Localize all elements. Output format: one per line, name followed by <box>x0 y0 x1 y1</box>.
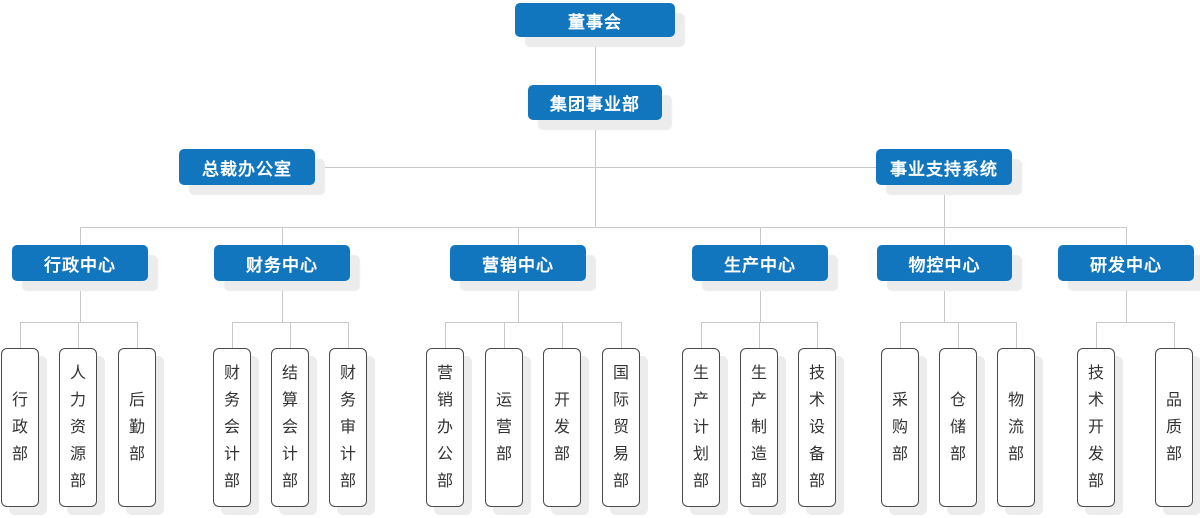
dept-quality[interactable]: 品质部 <box>1155 348 1193 507</box>
node-center-finance[interactable]: 财务中心 <box>214 245 350 281</box>
connector-line <box>944 185 945 227</box>
node-center-production[interactable]: 生产中心 <box>692 245 828 281</box>
dept-label: 仓储部 <box>949 392 966 463</box>
connector-line <box>290 322 291 348</box>
dept-admin[interactable]: 行政部 <box>1 348 39 507</box>
connector-line <box>562 322 563 348</box>
connector-line <box>595 120 596 227</box>
connector-line <box>137 322 138 348</box>
connector-line <box>282 281 283 322</box>
dept-settlement-accounting[interactable]: 结算会计部 <box>271 348 309 507</box>
connector-line <box>315 167 876 168</box>
connector-line <box>232 322 233 348</box>
connector-line <box>1174 322 1175 348</box>
dept-label: 国际贸易部 <box>612 365 629 490</box>
node-center-material-control[interactable]: 物控中心 <box>877 245 1012 281</box>
connector-line <box>760 227 761 245</box>
connector-line <box>621 322 622 348</box>
dept-human-resources[interactable]: 人力资源部 <box>59 348 97 507</box>
connector-line <box>1126 227 1127 245</box>
connector-line <box>78 322 79 348</box>
dept-logistics[interactable]: 物流部 <box>997 348 1035 507</box>
dept-support-services[interactable]: 后勤部 <box>118 348 156 507</box>
dept-label: 人力资源部 <box>69 365 86 490</box>
dept-technology-development[interactable]: 技术开发部 <box>1077 348 1115 507</box>
dept-production-manufacturing[interactable]: 生产制造部 <box>740 348 778 507</box>
connector-line <box>518 281 519 322</box>
dept-label: 财务审计部 <box>339 365 356 490</box>
dept-label: 行政部 <box>11 392 28 463</box>
dept-label: 运营部 <box>495 392 512 463</box>
connector-line <box>1096 322 1097 348</box>
node-center-rnd[interactable]: 研发中心 <box>1058 245 1194 281</box>
connector-line <box>80 227 81 245</box>
connector-line <box>1096 322 1174 323</box>
connector-line <box>760 281 761 322</box>
node-group-business-division[interactable]: 集团事业部 <box>528 85 662 120</box>
dept-technical-equipment[interactable]: 技术设备部 <box>798 348 836 507</box>
connector-line <box>20 322 21 348</box>
node-center-marketing[interactable]: 营销中心 <box>450 245 586 281</box>
node-board-of-directors[interactable]: 董事会 <box>515 3 675 37</box>
dept-label: 后勤部 <box>128 392 145 463</box>
connector-line <box>1016 322 1017 348</box>
connector-line <box>958 322 959 348</box>
dept-label: 品质部 <box>1165 392 1182 463</box>
node-center-admin[interactable]: 行政中心 <box>12 245 148 281</box>
connector-line <box>900 322 901 348</box>
dept-label: 物流部 <box>1007 392 1024 463</box>
connector-line <box>595 37 596 85</box>
connector-line <box>1126 281 1127 322</box>
connector-line <box>518 227 519 245</box>
dept-label: 生产制造部 <box>750 365 767 490</box>
node-business-support-system[interactable]: 事业支持系统 <box>876 149 1012 185</box>
connector-line <box>759 322 760 348</box>
dept-marketing-office[interactable]: 营销办公部 <box>426 348 464 507</box>
dept-label: 技术开发部 <box>1087 365 1104 490</box>
connector-line <box>817 322 818 348</box>
dept-production-planning[interactable]: 生产计划部 <box>682 348 720 507</box>
connector-line <box>80 227 1126 228</box>
dept-warehousing[interactable]: 仓储部 <box>939 348 977 507</box>
dept-international-trade[interactable]: 国际贸易部 <box>602 348 640 507</box>
connector-line <box>445 322 621 323</box>
connector-line <box>504 322 505 348</box>
dept-label: 结算会计部 <box>281 365 298 490</box>
connector-line <box>944 281 945 322</box>
connector-line <box>944 227 945 245</box>
dept-financial-audit[interactable]: 财务审计部 <box>329 348 367 507</box>
connector-line <box>80 281 81 322</box>
connector-line <box>445 322 446 348</box>
dept-label: 开发部 <box>553 392 570 463</box>
dept-label: 营销办公部 <box>436 365 453 490</box>
dept-label: 生产计划部 <box>692 365 709 490</box>
connector-line <box>701 322 702 348</box>
dept-label: 技术设备部 <box>808 365 825 490</box>
dept-label: 财务会计部 <box>223 365 240 490</box>
dept-financial-accounting[interactable]: 财务会计部 <box>213 348 251 507</box>
connector-line <box>282 227 283 245</box>
connector-line <box>348 322 349 348</box>
dept-purchasing[interactable]: 采购部 <box>881 348 919 507</box>
dept-development[interactable]: 开发部 <box>543 348 581 507</box>
dept-label: 采购部 <box>891 392 908 463</box>
node-president-office[interactable]: 总裁办公室 <box>179 149 315 185</box>
dept-operations[interactable]: 运营部 <box>485 348 523 507</box>
